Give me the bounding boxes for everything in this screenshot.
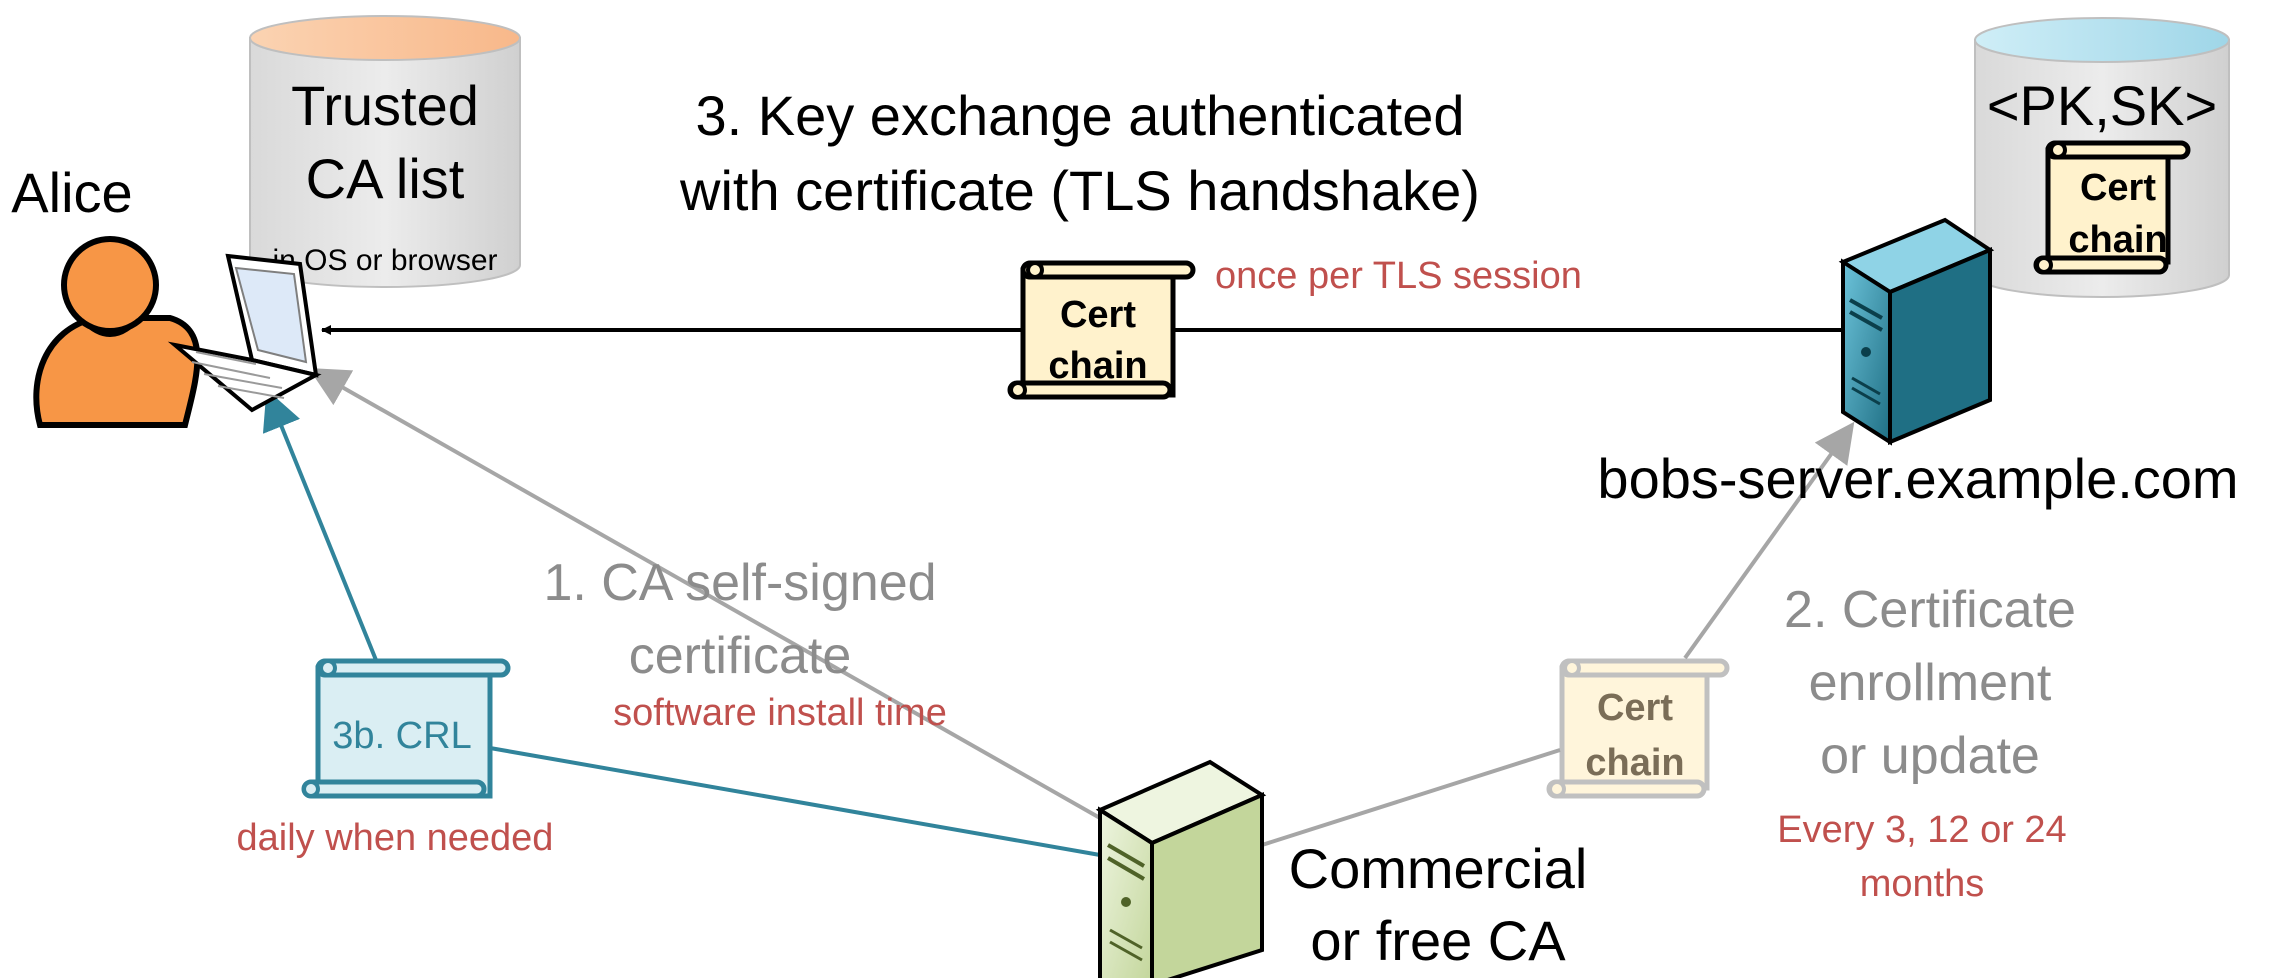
ca-label-line2: or free CA: [1310, 909, 1566, 972]
enrollment-cert-chain-scroll-icon: [1546, 658, 1730, 799]
step2-line1: 2. Certificate: [1784, 581, 2076, 639]
ca-label-line1: Commercial: [1289, 837, 1588, 900]
trusted-db-title-line2: CA list: [306, 147, 465, 210]
enrollment-arrow: [1683, 421, 1855, 660]
trusted-ca-database-icon: [249, 15, 521, 288]
step3-note: once per TLS session: [1215, 255, 1582, 297]
enrollment-cert-chain-line1: Cert: [1597, 687, 1673, 729]
enrollment-cert-chain-line2: chain: [1585, 742, 1684, 784]
step1-line1: 1. CA self-signed: [543, 554, 936, 612]
step1-line2: certificate: [629, 627, 852, 685]
step2-line3: or update: [1820, 727, 2040, 785]
server-icon: [1838, 217, 1995, 446]
trusted-db-subtitle: in OS or browser: [272, 244, 497, 277]
step2-line2: enrollment: [1809, 654, 2052, 712]
ca-to-certchain-line: [1261, 748, 1561, 847]
crl-arrow: [262, 389, 380, 666]
server-db-label: <PK,SK>: [1987, 74, 2217, 137]
crl-scroll-icon: [301, 658, 511, 799]
cert-chain-label-line1: Cert: [1060, 294, 1136, 336]
step2-note-line2: months: [1860, 863, 1985, 905]
crl-label: 3b. CRL: [332, 715, 471, 757]
step2-note-line1: Every 3, 12 or 24: [1777, 809, 2066, 851]
server-cert-chain-line2: chain: [2068, 219, 2167, 261]
cert-chain-scroll-icon: [1007, 260, 1196, 400]
ca-server-icon: [1095, 759, 1267, 978]
laptop-icon: [167, 253, 322, 413]
trusted-db-title-line1: Trusted: [291, 74, 479, 137]
step3-line2: with certificate (TLS handshake): [679, 159, 1480, 222]
cert-chain-label-line2: chain: [1048, 345, 1147, 387]
alice-label: Alice: [11, 161, 132, 224]
person-icon: [33, 236, 201, 428]
server-label: bobs-server.example.com: [1597, 447, 2238, 510]
ca-to-crl-line: [489, 746, 1101, 857]
step1-note: software install time: [613, 692, 947, 734]
crl-note: daily when needed: [237, 817, 554, 859]
ca-selfsigned-arrow: [308, 368, 1101, 820]
server-cert-chain-scroll-icon: [2033, 140, 2191, 275]
server-cert-chain-line1: Cert: [2080, 167, 2156, 209]
step3-line1: 3. Key exchange authenticated: [695, 84, 1464, 147]
